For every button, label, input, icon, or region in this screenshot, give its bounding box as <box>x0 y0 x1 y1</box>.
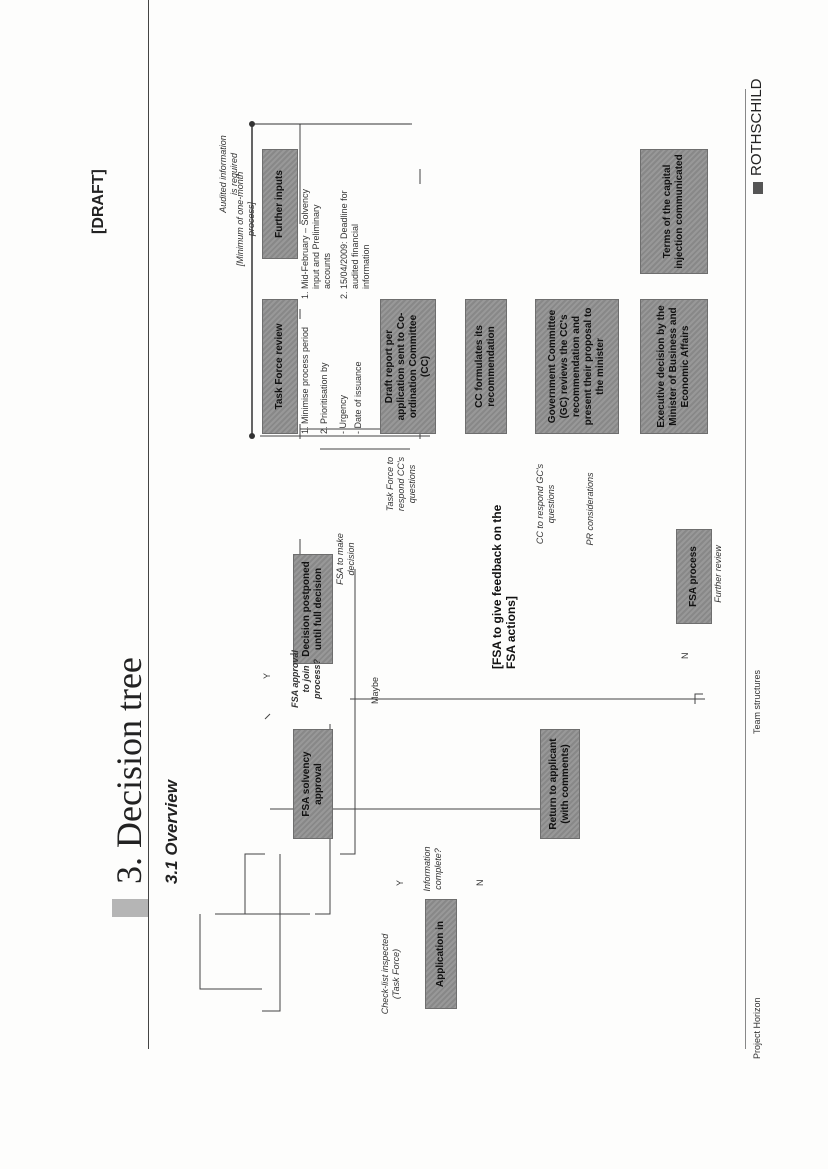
box-executive-decision: Executive decision by the Minister of Bu… <box>640 299 708 434</box>
note-fsa-feedback: [FSA to give feedback on the FSA actions… <box>490 504 518 669</box>
note-further-review: Further review <box>713 545 723 603</box>
draft-label: [DRAFT] <box>90 169 107 234</box>
list-item: - Date of issuance <box>353 361 363 434</box>
box-cc-formulates: CC formulates its recommendation <box>465 299 507 434</box>
box-terms-capital: Terms of the capital injection communica… <box>640 149 708 274</box>
box-task-force-review: Task Force review <box>262 299 298 434</box>
footer-rule <box>745 89 746 1049</box>
note-cc-respond: CC to respond GC's questions <box>535 463 556 545</box>
label-no-fsa: N <box>680 652 690 660</box>
list-item: accounts <box>322 252 332 289</box>
box-further-inputs: Further inputs <box>262 149 298 259</box>
box-application-in: Application in <box>425 899 457 1009</box>
list-item: 2. Prioritisation by <box>319 362 329 434</box>
note-checklist: Check-list inspected (Task Force) <box>380 933 401 1015</box>
label-yes-info: Y <box>395 879 405 886</box>
further-inputs-list: 1. Mid-February – Solvency input and Pre… <box>300 189 372 299</box>
note-info-complete: Information complete? <box>422 846 443 892</box>
box-government-committee: Government Committee (GC) reviews the CC… <box>535 299 619 434</box>
note-audited-required: Audited information is required <box>218 135 239 213</box>
page-title: 3. Decision tree <box>109 657 149 884</box>
footer-left: Project Horizon <box>752 997 762 1059</box>
list-item: 1. Minimise process period <box>300 326 310 434</box>
page-subtitle: 3.1 Overview <box>162 780 181 884</box>
rothschild-logo-icon <box>753 182 763 194</box>
box-fsa-process: FSA process <box>676 529 712 624</box>
label-yes-fsa: Y <box>262 672 272 679</box>
list-item: 1. Mid-February – Solvency <box>300 188 310 299</box>
list-item: input and Preliminary <box>311 204 321 289</box>
box-decision-postponed: Decision postponed until full decision <box>293 554 333 664</box>
box-draft-report: Draft report per application sent to Co-… <box>380 299 436 434</box>
box-return-to-applicant: Return to applicant (with comments) <box>540 729 580 839</box>
label-no-info: N <box>475 879 485 887</box>
note-task-force-respond: Task Force to respond CC's questions <box>385 456 417 512</box>
title-accent-block <box>112 899 148 917</box>
task-force-criteria-list: 1. Minimise process period 2. Prioritisa… <box>300 327 364 434</box>
rothschild-logo-text: ROTHSCHILD <box>748 78 765 176</box>
list-item: - Urgency <box>338 394 348 434</box>
note-pr-considerations: PR considerations <box>585 472 595 546</box>
title-rule <box>148 0 149 1049</box>
list-item: information <box>361 244 371 289</box>
note-fsa-to-decide: FSA to make decision <box>335 533 356 585</box>
box-fsa-solvency-approval: FSA solvency approval <box>293 729 333 839</box>
list-item: audited financial <box>350 223 360 289</box>
note-fsa-approval-question: FSA approval to join process? <box>290 650 322 708</box>
footer-center: Team structures <box>752 669 762 734</box>
label-maybe-fsa: Maybe <box>370 676 380 704</box>
list-item: 2. 15/04/2009: Deadline for <box>339 190 349 299</box>
